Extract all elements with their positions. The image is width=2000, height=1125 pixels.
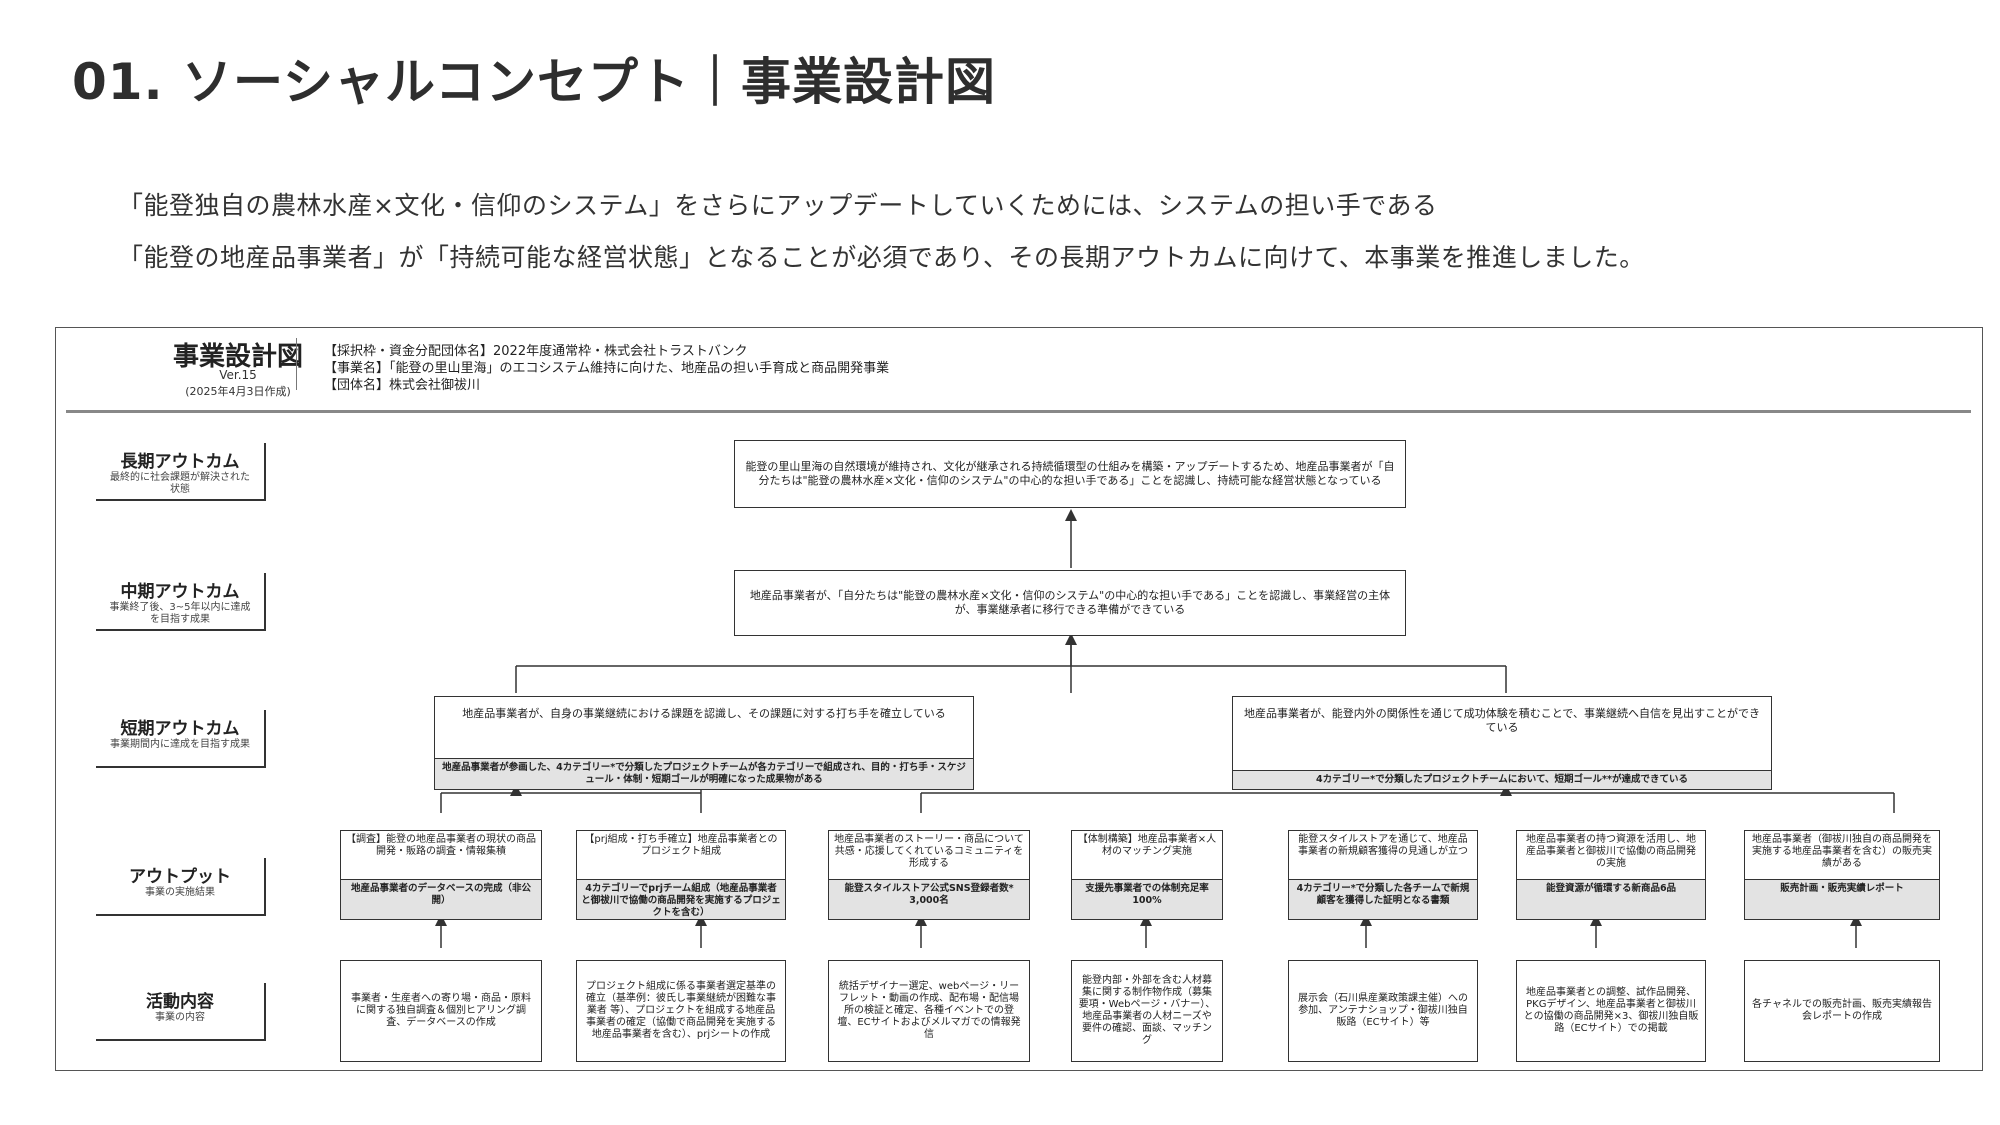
short-term-outcome-text: 地産品事業者が、自身の事業継続における課題を認識し、その課題に対する打ち手を確立… <box>462 707 946 720</box>
meta-funding: 【採択枠・資金分配団体名】2022年度通常枠・株式会社トラストバンク <box>324 344 748 359</box>
level-name: 中期アウトカム <box>120 582 240 602</box>
long-term-outcome-box: 能登の里山里海の自然環境が維持され、文化が継承される持続循環型の仕組みを構築・ア… <box>734 440 1406 508</box>
meta-organization: 【団体名】株式会社御祓川 <box>324 378 481 393</box>
output-box-4: 【体制構築】地産品事業者×人材のマッチング実施 支援先事業者での体制充足率100… <box>1071 830 1223 920</box>
mid-term-outcome-text: 地産品事業者が、「自分たちは"能登の農林水産×文化・信仰のシステム"の中心的な担… <box>749 589 1391 616</box>
output-indicator: 能登資源が循環する新商品6品 <box>1517 879 1705 919</box>
diagram-date: (2025年4月3日作成) <box>185 385 291 398</box>
activity-text: 地産品事業者との調整、試作品開発、PKGデザイン、地産品事業者と御祓川との協働の… <box>1523 987 1699 1034</box>
meta-project-name: 【事業名】「能登の里山里海」のエコシステム維持に向けた、地産品の担い手育成と商品… <box>324 361 890 376</box>
activity-box-3: 統括デザイナー選定、webページ・リーフレット・動画の作成、配布場・配信場所の検… <box>828 960 1030 1062</box>
output-box-1: 【調査】能登の地産品事業者の現状の商品開発・販路の調査・情報集積 地産品事業者の… <box>340 830 542 920</box>
activity-text: プロジェクト組成に係る事業者選定基準の確立（基準例：彼氏し事業継続が困難な事業者… <box>586 981 776 1040</box>
level-name: 短期アウトカム <box>120 719 240 739</box>
short-term-indicator: 4カテゴリー*で分類したプロジェクトチームにおいて、短期ゴール**が達成できてい… <box>1233 770 1771 789</box>
level-name: 活動内容 <box>146 992 214 1012</box>
diagram-title: 事業設計図 <box>172 342 303 372</box>
activity-box-2: プロジェクト組成に係る事業者選定基準の確立（基準例：彼氏し事業継続が困難な事業者… <box>576 960 786 1062</box>
level-desc: 事業の内容 <box>155 1012 205 1023</box>
mid-term-outcome-box: 地産品事業者が、「自分たちは"能登の農林水産×文化・信仰のシステム"の中心的な担… <box>734 570 1406 636</box>
activity-text: 各チャネルでの販売計画、販売実績報告会レポートの作成 <box>1752 999 1932 1022</box>
short-term-indicator: 地産品事業者が参画した、4カテゴリー*で分類したプロジェクトチームが各カテゴリー… <box>435 758 973 789</box>
activity-text: 展示会（石川県産業政策課主催）への参加、アンテナショップ・御祓川独自販路（ECサ… <box>1298 993 1468 1028</box>
activity-text: 能登内部・外部を含む人材募集に関する制作物作成（募集要項・Webページ・バナー）… <box>1078 975 1216 1046</box>
short-term-outcome-text: 地産品事業者が、能登内外の関係性を通じて成功体験を積むことで、事業継続へ自信を見… <box>1243 707 1760 734</box>
level-outputs: アウトプット 事業の実施結果 <box>96 858 266 916</box>
activity-box-7: 各チャネルでの販売計画、販売実績報告会レポートの作成 <box>1744 960 1940 1062</box>
activity-box-6: 地産品事業者との調整、試作品開発、PKGデザイン、地産品事業者と御祓川との協働の… <box>1516 960 1706 1062</box>
diagram-version: Ver.15 <box>219 368 257 382</box>
long-term-outcome-text: 能登の里山里海の自然環境が維持され、文化が継承される持続循環型の仕組みを構築・ア… <box>745 460 1395 487</box>
output-text: 【体制構築】地産品事業者×人材のマッチング実施 <box>1077 834 1217 857</box>
output-indicator: 能登スタイルストア公式SNS登録者数* 3,000名 <box>829 879 1029 919</box>
activity-box-5: 展示会（石川県産業政策課主催）への参加、アンテナショップ・御祓川独自販路（ECサ… <box>1288 960 1478 1062</box>
intro-line-1: 「能登独自の農林水産×文化・信仰のシステム」をさらにアップデートしていくためには… <box>118 191 1438 220</box>
header-divider <box>296 338 297 390</box>
level-activities: 活動内容 事業の内容 <box>96 983 266 1041</box>
output-text: 地産品事業者（御祓川独自の商品開発を実施する地産品事業者を含む）の販売実績がある <box>1752 834 1932 869</box>
activity-text: 統括デザイナー選定、webページ・リーフレット・動画の作成、配布場・配信場所の検… <box>837 981 1021 1040</box>
level-desc: 事業の実施結果 <box>145 887 215 898</box>
output-text: 【prj組成・打ち手確立】地産品事業者とのプロジェクト組成 <box>584 834 778 857</box>
header-rule <box>66 410 1971 413</box>
output-text: 地産品事業者のストーリー・商品について共感・応援してくれているコミュニティを形成… <box>834 834 1024 869</box>
output-text: 能登スタイルストアを通じて、地産品事業者の新規顧客獲得の見通しが立つ <box>1298 834 1468 857</box>
level-desc: 最終的に社会課題が解決された状態 <box>110 472 250 495</box>
activity-text: 事業者・生産者への寄り場・商品・原料に関する独自調査＆個別ヒアリング調査、データ… <box>351 993 531 1028</box>
level-desc: 事業終了後、3~5年以内に達成を目指す成果 <box>109 602 251 625</box>
output-indicator: 4カテゴリーでprjチーム組成（地産品事業者と御祓川で協働の商品開発を実施するプ… <box>577 879 785 919</box>
activity-box-1: 事業者・生産者への寄り場・商品・原料に関する独自調査＆個別ヒアリング調査、データ… <box>340 960 542 1062</box>
level-name: アウトプット <box>129 867 231 887</box>
output-text: 【調査】能登の地産品事業者の現状の商品開発・販路の調査・情報集積 <box>346 834 536 857</box>
level-short-term: 短期アウトカム 事業期間内に達成を目指す成果 <box>96 710 266 768</box>
level-name: 長期アウトカム <box>120 452 240 472</box>
activity-box-4: 能登内部・外部を含む人材募集に関する制作物作成（募集要項・Webページ・バナー）… <box>1071 960 1223 1062</box>
short-term-outcome-box-2: 地産品事業者が、能登内外の関係性を通じて成功体験を積むことで、事業継続へ自信を見… <box>1232 696 1772 790</box>
output-indicator: 販売計画・販売実績レポート <box>1745 879 1939 919</box>
business-design-diagram: 事業設計図 Ver.15 (2025年4月3日作成) 【採択枠・資金分配団体名】… <box>55 327 1983 1071</box>
level-desc: 事業期間内に達成を目指す成果 <box>110 739 250 750</box>
output-box-5: 能登スタイルストアを通じて、地産品事業者の新規顧客獲得の見通しが立つ 4カテゴリ… <box>1288 830 1478 920</box>
level-mid-term: 中期アウトカム 事業終了後、3~5年以内に達成を目指す成果 <box>96 573 266 631</box>
output-box-3: 地産品事業者のストーリー・商品について共感・応援してくれているコミュニティを形成… <box>828 830 1030 920</box>
output-indicator: 支援先事業者での体制充足率100% <box>1072 879 1222 919</box>
connector-lines <box>435 509 1895 948</box>
output-indicator: 4カテゴリー*で分類した各チームで新規顧客を獲得した証明となる書類 <box>1289 879 1477 919</box>
intro-line-2: 「能登の地産品事業者」が「持続可能な経営状態」となることが必須であり、その長期ア… <box>118 243 1645 272</box>
output-box-2: 【prj組成・打ち手確立】地産品事業者とのプロジェクト組成 4カテゴリーでprj… <box>576 830 786 920</box>
short-term-outcome-box-1: 地産品事業者が、自身の事業継続における課題を認識し、その課題に対する打ち手を確立… <box>434 696 974 790</box>
output-text: 地産品事業者の持つ資源を活用し、地産品事業者と御祓川で協働の商品開発の実施 <box>1526 834 1696 869</box>
output-indicator: 地産品事業者のデータベースの完成（非公開） <box>341 879 541 919</box>
level-long-term: 長期アウトカム 最終的に社会課題が解決された状態 <box>96 443 266 501</box>
page-title: 01. ソーシャルコンセプト｜事業設計図 <box>72 53 996 111</box>
output-box-6: 地産品事業者の持つ資源を活用し、地産品事業者と御祓川で協働の商品開発の実施 能登… <box>1516 830 1706 920</box>
output-box-7: 地産品事業者（御祓川独自の商品開発を実施する地産品事業者を含む）の販売実績がある… <box>1744 830 1940 920</box>
